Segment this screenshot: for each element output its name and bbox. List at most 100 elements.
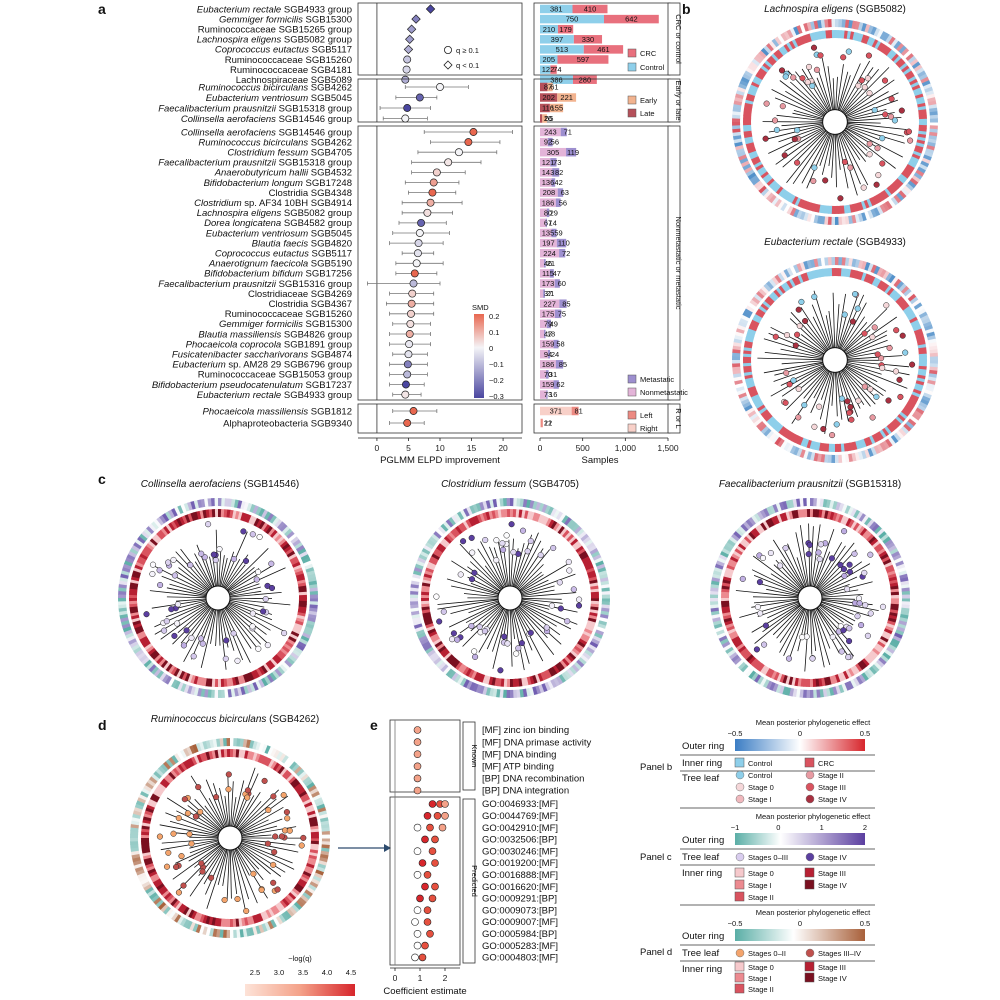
- bar-value-label: 46: [544, 259, 552, 268]
- outer-ring-segment: [831, 19, 836, 28]
- outer-ring-segment: [799, 498, 804, 507]
- outer-ring-segment: [742, 311, 752, 319]
- species-id: SGB4262: [308, 137, 352, 148]
- legend-item: Control: [748, 759, 773, 768]
- bar-segment: [540, 82, 548, 92]
- tree-leaf-point: [892, 368, 900, 375]
- species-name: Gemmiger formicilis: [219, 14, 303, 25]
- inner-ring-segment: [548, 519, 555, 529]
- outer-ring-segment: [731, 533, 740, 542]
- legend-title: Mean posterior phylogenetic effect: [756, 908, 871, 917]
- circle-point: [454, 148, 463, 157]
- outer-ring-segment: [876, 29, 884, 39]
- inner-ring-segment: [423, 617, 433, 623]
- outer-ring-segment: [288, 654, 297, 663]
- outer-ring-segment: [751, 514, 759, 524]
- inner-ring-segment: [837, 673, 844, 682]
- inner-ring-segment: [196, 912, 203, 922]
- inner-ring-segment: [806, 271, 813, 281]
- tree-leaf-point: [230, 555, 237, 563]
- species-id: SGB5190: [308, 259, 352, 270]
- inner-ring-segment: [794, 197, 801, 206]
- inner-ring-segment: [279, 647, 289, 656]
- inner-ring-segment: [448, 531, 457, 540]
- inner-ring-segment: [918, 347, 927, 352]
- tree-leaf-point: [527, 537, 534, 545]
- legend-scale-tick: 0.5: [860, 729, 870, 738]
- inner-ring-segment: [245, 514, 252, 524]
- outer-ring-segment: [756, 675, 764, 685]
- side-label-box: [667, 125, 681, 401]
- inner-ring-segment: [770, 182, 779, 191]
- outer-ring-segment: [834, 216, 839, 225]
- outer-ring-segment: [753, 55, 763, 64]
- inner-ring-segment: [248, 515, 255, 525]
- outer-ring-segment: [737, 86, 746, 93]
- inner-ring-segment: [582, 630, 592, 638]
- outer-ring-segment: [768, 681, 776, 691]
- outer-ring-segment: [844, 216, 850, 225]
- inner-ring-segment: [491, 677, 496, 686]
- outer-ring-segment: [870, 208, 877, 218]
- inner-ring-segment: [133, 567, 142, 573]
- inner-ring-segment: [250, 516, 258, 526]
- inner-ring-segment: [559, 660, 568, 669]
- bar-segment: [540, 259, 544, 268]
- inner-ring-segment: [286, 774, 295, 782]
- outer-ring-segment: [304, 563, 314, 570]
- outer-ring-segment: [868, 666, 877, 675]
- inner-ring-segment: [156, 531, 165, 540]
- inner-ring-segment: [147, 801, 157, 808]
- outer-ring-segment: [300, 773, 310, 782]
- inner-ring-segment: [561, 658, 570, 667]
- outer-ring-segment: [887, 436, 896, 446]
- inner-ring-segment: [232, 918, 237, 927]
- inner-ring-segment: [893, 55, 902, 64]
- inner-ring-segment: [283, 545, 292, 553]
- outer-ring-segment: [435, 528, 445, 537]
- inner-ring-segment: [267, 908, 275, 917]
- inner-ring-segment: [906, 73, 915, 81]
- go-term-label: [MF] zinc ion binding: [482, 725, 569, 736]
- outer-ring-segment: [150, 666, 159, 675]
- inner-ring-segment: [156, 883, 165, 891]
- inner-ring-segment: [265, 909, 272, 919]
- outer-ring-segment: [153, 770, 162, 779]
- outer-ring-segment: [303, 629, 312, 636]
- species-name: Eubacterium ventriosum: [206, 228, 309, 239]
- species-name: Clostridium: [194, 198, 242, 209]
- outer-ring-segment: [929, 118, 938, 123]
- inner-ring-segment: [852, 665, 860, 674]
- x-tick-label: 1,000: [615, 443, 637, 453]
- inner-ring-segment: [863, 437, 870, 447]
- inner-ring-segment: [893, 293, 902, 302]
- inner-ring-segment: [861, 658, 870, 667]
- outer-ring-segment: [738, 320, 748, 328]
- tree-leaf-point: [471, 569, 478, 576]
- tree-leaf-point: [801, 402, 808, 409]
- tree-leaf-point: [844, 398, 851, 405]
- outer-ring-segment: [143, 883, 152, 891]
- outer-ring-segment: [304, 779, 314, 787]
- outer-ring-segment: [913, 302, 923, 311]
- inner-ring-segment: [272, 531, 281, 540]
- inner-ring-segment: [891, 594, 899, 599]
- inner-ring-segment: [150, 795, 159, 803]
- bar-value-label: 205: [542, 55, 555, 64]
- outer-ring-segment: [192, 923, 199, 932]
- circle-point: [403, 370, 412, 379]
- outer-ring-segment: [151, 773, 160, 782]
- circle-point: [401, 114, 410, 123]
- inner-ring-segment: [170, 666, 178, 676]
- inner-ring-segment: [902, 407, 912, 415]
- outer-ring-segment: [482, 686, 488, 695]
- outer-ring-segment: [198, 925, 205, 935]
- inner-ring-segment: [136, 558, 146, 566]
- legend-scale-tick: 0.5: [860, 919, 870, 928]
- bar-value-label: 116: [542, 104, 554, 113]
- inner-ring-segment: [199, 753, 206, 762]
- inner-ring-segment: [900, 409, 910, 417]
- inner-ring-segment: [152, 790, 162, 798]
- outer-ring-segment: [122, 563, 132, 570]
